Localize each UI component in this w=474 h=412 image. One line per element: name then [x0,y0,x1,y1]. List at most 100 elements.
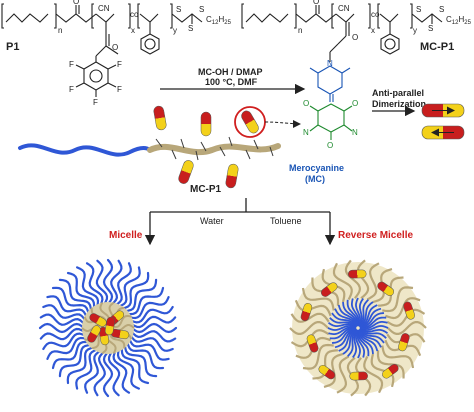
mcp1-s3: S [439,5,444,14]
micelle-corona-chain [42,332,87,351]
micelle-corona-chain [123,343,158,378]
reverse-micelle-core-chain [329,327,357,340]
mcp1-o-b1: O [352,99,358,108]
mcp1-labels: n O CN co x y S S S C12H25 O N O O O N N [298,0,472,150]
reverse-micelle-shell-chain [290,312,330,323]
micelle-dye-6 [104,316,116,336]
mcp1-structure [241,3,443,140]
micelle-corona-chain [128,296,170,320]
reverse-micelle-shell-chain [366,262,380,301]
reverse-micelle-core-chain [358,329,379,352]
dimer-label-2: Dimerization [372,99,426,109]
p1-o-ester: O [112,43,118,52]
cartoon-dye-3 [200,111,212,137]
reverse-micelle-core-chain [355,297,361,327]
highlight-link-arrow [264,119,301,128]
reverse-micelle-core-chain [358,328,385,344]
p1-s2: S [188,24,193,33]
micelle-corona-chain [102,350,114,398]
micelle-corona-chain [42,304,87,322]
mcp1-cartoon [18,105,301,189]
backbone-chain [147,143,281,156]
reverse-micelle-dye-3 [349,371,368,381]
micelle-corona-chain [95,259,109,306]
micelle-corona-chain [51,286,90,315]
reverse-micelle-core-chain [329,317,357,328]
reverse-micelle-core-chain [328,322,357,329]
mcp1-c12: C12H25 [446,15,472,26]
reverse-micelle-core-chain [355,329,361,359]
micelle-corona-chain [85,262,104,307]
micelle-corona-chain [110,259,123,306]
micelle-corona-chain [66,346,95,385]
micelle-corona-chain [102,258,114,306]
reverse-micelle-core-chain [357,329,370,357]
mcp1-s2: S [428,24,433,33]
reaction-conditions: 100 °C, DMF [205,77,258,87]
p1-sub-x: x [131,26,135,35]
reverse-micelle-core-chain [358,301,374,328]
reverse-micelle-dye-8 [347,269,367,279]
reverse-micelle-shell-chain [376,350,405,379]
micelle-corona-chain [114,262,132,307]
reverse-micelle-core-chain [358,328,382,348]
p1-f4: F [117,85,122,94]
p1-sub-n: n [58,26,62,35]
micelle-corona-chain [117,266,141,308]
micelle-corona-chain [58,343,93,378]
reverse-micelle-dye-6 [300,303,313,322]
micelle-corona-chain [58,278,93,313]
reverse-micelle-core-chain [358,329,374,355]
reverse-micelle-core-chain [358,299,369,327]
reverse-micelle-dye-10 [403,301,415,320]
reverse-micelle-core-chain [328,326,357,335]
cartoon-dye-2 [178,160,194,184]
reverse-micelle-core-chain [359,307,382,328]
reverse-micelle-core-chain [359,321,388,330]
branch-arrows [144,198,336,246]
micelle-corona-chain [116,348,140,390]
reverse-micelle-dye-9 [377,281,394,296]
reverse-micelle-core-chain [359,325,389,331]
reverse-micelle-core-chain [351,298,360,327]
reverse-micelle-shell-chain [289,321,329,335]
micelle-dye-5 [87,325,101,343]
reverse-micelle-dye-4 [318,365,336,380]
reverse-micelle-shell-chain [356,259,370,300]
cartoon-dye-4 [225,163,239,189]
mcp1-o-b2: O [303,99,309,108]
micelle-core-chain [109,331,126,349]
micelle-corona-chain [121,271,150,310]
reverse-micelle-title: Reverse Micelle [338,230,413,241]
p1-co: co [130,10,139,19]
micelle-corona-chain [51,340,90,370]
reverse-micelle-core-chain [327,325,357,331]
reaction-reagents: MC-OH / DMAP [198,67,263,77]
cartoon-dye-5 [241,110,259,134]
reverse-micelle-core-chain [356,329,365,358]
micelle-corona-chain [123,278,158,313]
dimer-capsule-top [421,103,465,118]
reverse-micelle-core-chain [342,301,358,327]
reverse-micelle-dye-5 [306,334,319,353]
micelle-corona-chain [46,295,88,319]
mcp1-cn: CN [338,4,350,13]
micelle-core-chain [111,315,132,329]
reverse-micelle-core-chain [331,328,357,344]
reverse-micelle-dye-7 [320,282,338,297]
reverse-micelle-assembly [289,259,427,397]
micelle-corona-chain [126,286,165,316]
mcp1-n-b1: N [352,128,358,137]
reverse-micelle-core-chain [342,328,358,355]
p1-structure [1,3,203,97]
reverse-micelle-core-chain [334,328,357,349]
p1-s1: S [176,5,181,14]
reverse-micelle-shell-chain [386,308,426,327]
reverse-micelle-shell-chain [381,345,415,369]
mcp1-n-b2: N [303,128,309,137]
reverse-micelle-shell-chain [301,287,335,311]
micelle-assembly [38,258,178,398]
mcp1-s1: S [416,5,421,14]
reverse-micelle-dye-2 [382,363,399,379]
micelle-corona-chain [75,348,99,390]
